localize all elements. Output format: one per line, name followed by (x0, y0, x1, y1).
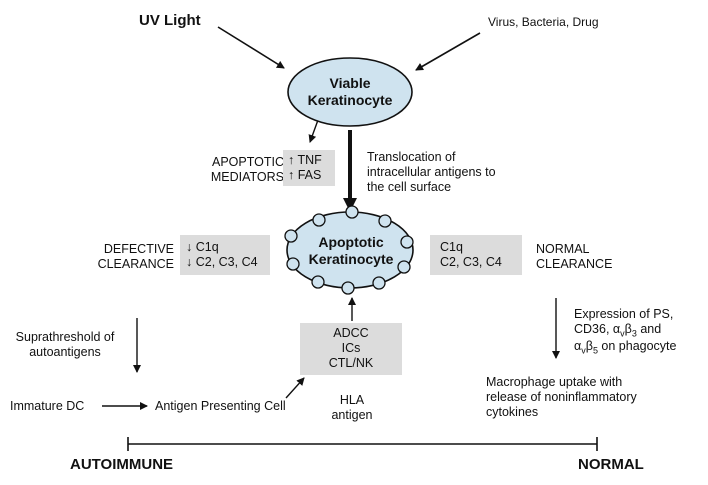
apoptotic-line1: Apoptotic (318, 233, 384, 250)
antigen-presenting-cell-label: Antigen Presenting Cell (155, 399, 286, 413)
defective-box (180, 235, 270, 275)
expression-text: Expression of PS, CD36, αvβ3 and αvβ5 on… (574, 307, 677, 356)
defective-items: ↓ C1q ↓ C2, C3, C4 (186, 240, 258, 269)
mediators-box (283, 150, 335, 186)
mediators-items: ↑ TNF ↑ FAS (288, 153, 322, 182)
apoptotic-line2: Keratinocyte (308, 251, 394, 267)
apoptotic-keratinocyte: Apoptotic Keratinocyte (288, 214, 414, 288)
normal-label: NORMAL (578, 456, 644, 473)
suprathreshold-text: Suprathreshold of autoantigens (15, 330, 115, 359)
apc-to-adcc-arrow (285, 377, 305, 399)
uv-light-label: UV Light (139, 12, 201, 29)
adcc-items: ADCC ICs CTL/NK (328, 326, 374, 370)
viable-line2: Keratinocyte (307, 92, 393, 108)
translocation-text: Translocation of intracellular antigens … (367, 150, 496, 194)
viable-keratinocyte: Viable Keratinocyte (288, 58, 412, 126)
autoimmune-label: AUTOIMMUNE (70, 456, 174, 473)
virus-arrow (415, 32, 481, 71)
macrophage-text: Macrophage uptake with release of noninf… (486, 375, 637, 419)
immature-dc-label: Immature DC (10, 399, 85, 413)
uv-arrow (217, 26, 285, 69)
virus-bacteria-drug-label: Virus, Bacteria, Drug (488, 15, 599, 29)
hla-antigen-label: HLA antigen (331, 393, 373, 422)
adcc-box (300, 323, 402, 375)
surface-antigen-circles (284, 205, 414, 295)
normal-clearance-box (430, 235, 522, 275)
viable-keratinocyte-ellipse (287, 57, 413, 127)
viable-line1: Viable (329, 74, 371, 91)
apoptotic-mediators-label: APOPTOTIC MEDIATORS (210, 155, 284, 184)
mediator-arrow (308, 119, 319, 143)
defective-clearance-label: DEFECTIVE CLEARANCE (97, 242, 174, 271)
normal-clearance-items: C1q C2, C3, C4 (440, 240, 502, 269)
normal-clearance-label: NORMAL CLEARANCE (536, 242, 613, 271)
